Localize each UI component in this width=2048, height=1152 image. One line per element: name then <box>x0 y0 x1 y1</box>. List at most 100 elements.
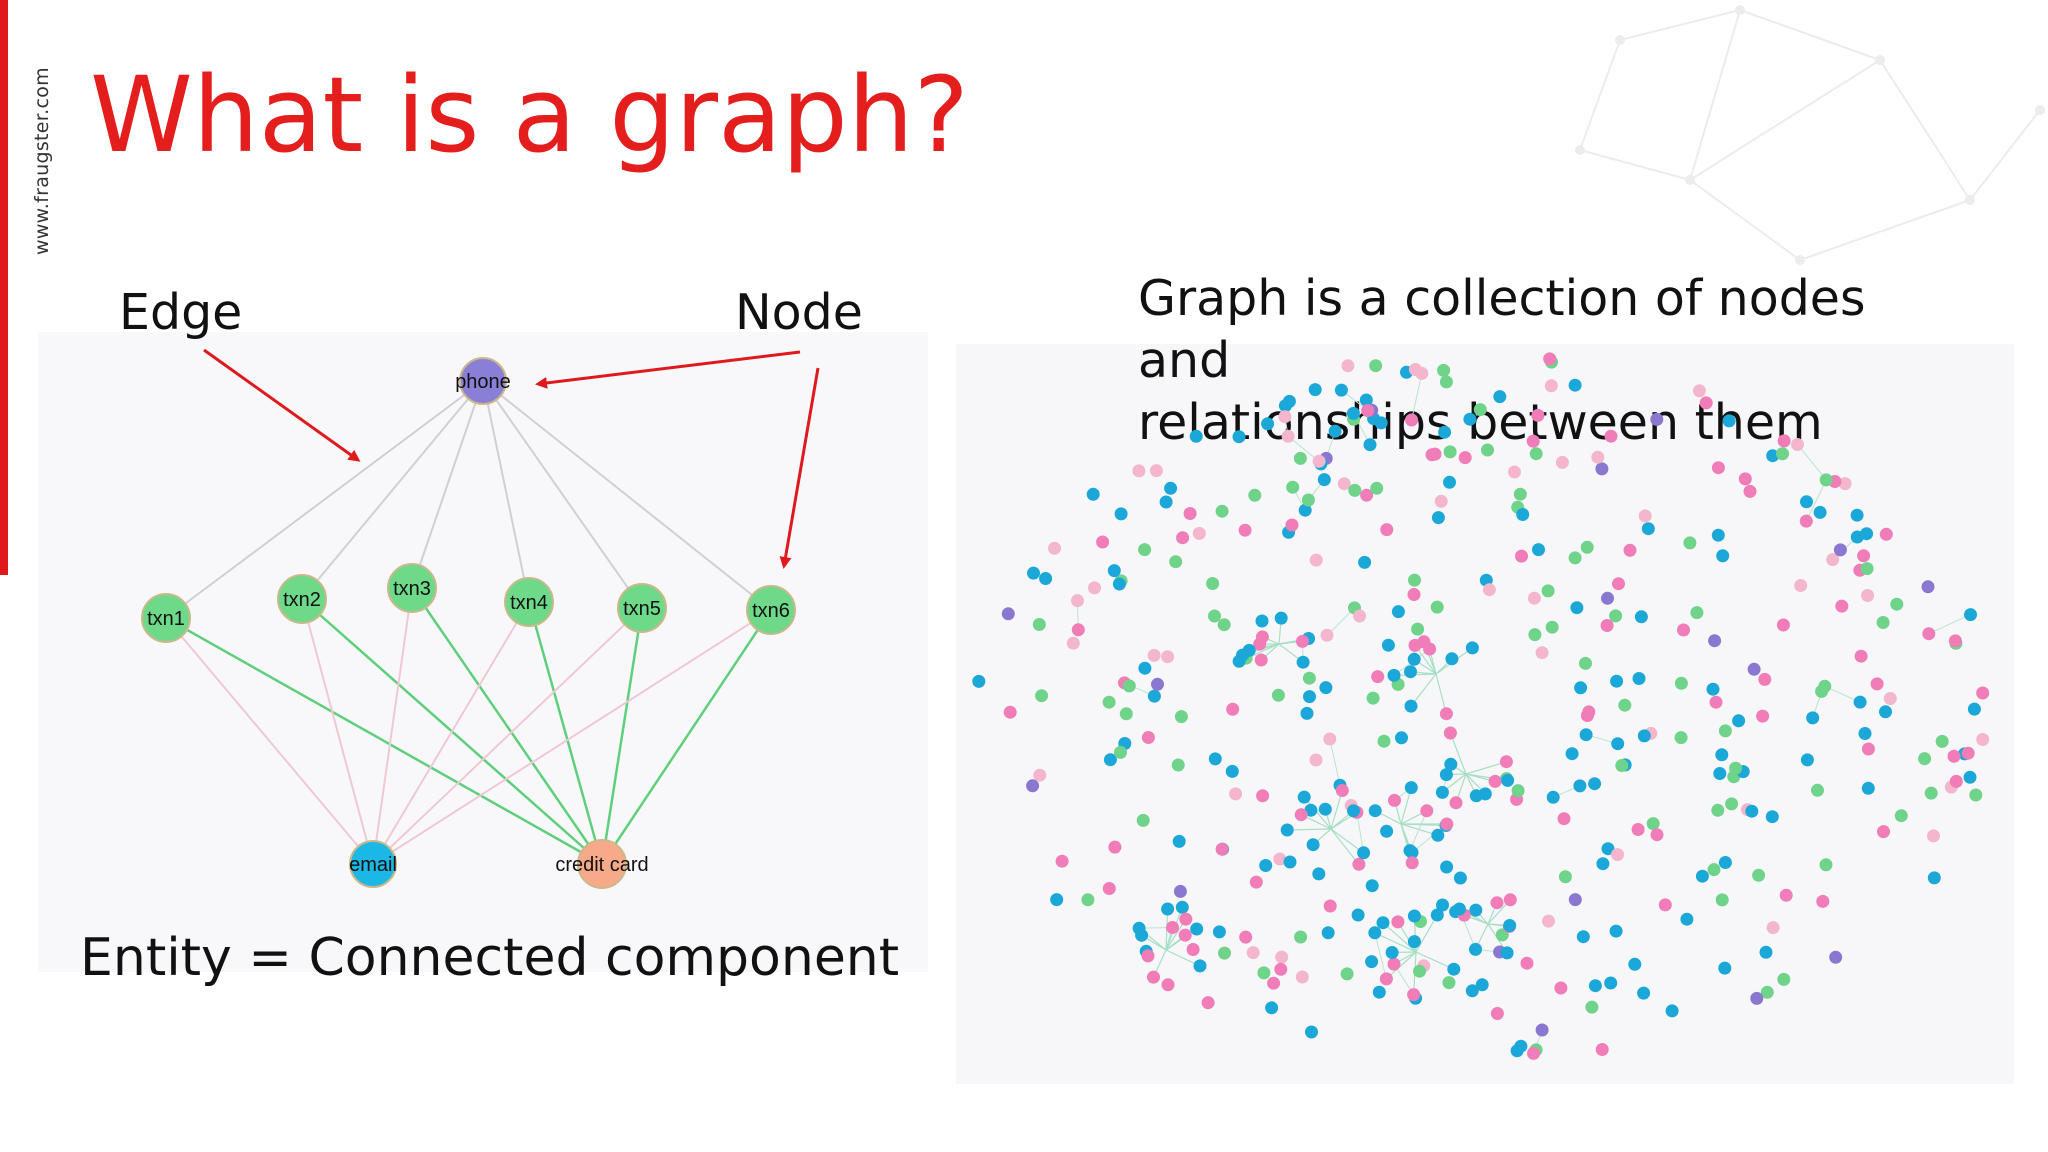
network-node <box>1337 477 1351 491</box>
network-node <box>1579 656 1592 670</box>
network-node <box>1308 383 1322 397</box>
network-node <box>1438 425 1452 439</box>
network-node <box>1503 919 1517 932</box>
network-node <box>1161 902 1175 916</box>
network-node <box>1515 549 1528 563</box>
slide-title: What is a graph? <box>90 54 969 176</box>
network-node <box>1631 823 1645 836</box>
network-node <box>1777 972 1791 986</box>
network-node <box>1274 611 1288 625</box>
network-node <box>1580 540 1594 554</box>
network-node <box>1949 774 1963 788</box>
network-node <box>1546 790 1560 804</box>
network-edge <box>1928 614 1971 635</box>
network-node <box>1641 522 1655 536</box>
node-phone <box>459 357 507 405</box>
network-node <box>1296 634 1309 648</box>
network-edge <box>1411 373 1423 421</box>
network-node <box>1107 564 1121 578</box>
edge-txn6-credit_card <box>600 609 773 865</box>
node-label-txn2: txn2 <box>283 589 321 611</box>
network-node <box>1346 406 1360 420</box>
network-node <box>1407 988 1421 1002</box>
network-node <box>1543 352 1557 366</box>
node-txn3 <box>387 563 437 613</box>
network-node <box>1750 991 1764 1005</box>
network-node <box>1430 600 1444 614</box>
network-node <box>1490 1007 1504 1020</box>
network-node <box>1883 692 1897 705</box>
network-node <box>1088 581 1101 595</box>
network-node <box>1482 583 1496 597</box>
network-node <box>1380 824 1394 838</box>
network-node <box>1257 966 1271 980</box>
network-node <box>1725 797 1739 811</box>
network-node <box>1360 488 1374 502</box>
network-edge <box>1356 812 1365 853</box>
network-node <box>1301 493 1315 507</box>
network-node <box>1365 879 1379 893</box>
edge-phone-txn1 <box>165 380 484 619</box>
network-node <box>1527 1046 1540 1060</box>
network-node <box>1858 727 1872 740</box>
network-node <box>1677 623 1690 637</box>
edge-txn4-credit_card <box>527 601 604 865</box>
network-node <box>1555 455 1569 469</box>
network-node <box>1413 964 1426 978</box>
node-txn4 <box>504 577 554 627</box>
network-node <box>1114 745 1127 759</box>
network-node <box>1380 523 1394 537</box>
network-node <box>1478 787 1492 801</box>
network-node <box>1826 553 1840 567</box>
network-node <box>1003 705 1017 719</box>
network-node <box>1379 972 1393 986</box>
network-node <box>1066 636 1080 650</box>
network-node <box>1166 921 1179 934</box>
network-node <box>1976 733 1990 746</box>
network-node <box>1890 597 1904 611</box>
edge-txn3-email <box>372 587 413 865</box>
network-node <box>1595 1043 1609 1056</box>
network-node <box>1434 494 1448 508</box>
network-edge <box>1465 761 1507 775</box>
network-node <box>1776 447 1789 461</box>
network-node <box>1465 984 1479 998</box>
network-node <box>1857 549 1871 563</box>
network-node <box>1141 949 1155 963</box>
network-node <box>1542 914 1555 928</box>
network-node <box>1381 638 1395 652</box>
network-node <box>1033 768 1047 782</box>
network-node <box>1800 753 1814 767</box>
network-node <box>1623 543 1637 557</box>
edge-phone-txn2 <box>301 380 484 600</box>
network-node <box>1135 928 1149 942</box>
node-txn2 <box>277 574 327 624</box>
network-node <box>1437 363 1451 377</box>
network-node <box>1149 464 1163 478</box>
network-node <box>1388 793 1401 807</box>
network-node <box>1306 838 1320 852</box>
network-node <box>1370 481 1384 495</box>
network-node <box>1102 695 1116 709</box>
network-node <box>1609 609 1623 623</box>
network-node <box>1366 691 1380 705</box>
edge-txn1-email <box>165 617 374 865</box>
network-node <box>1680 912 1694 926</box>
network-node <box>1777 434 1791 448</box>
network-node <box>1035 689 1049 703</box>
node-label-phone: phone <box>455 371 511 393</box>
network-node <box>1711 461 1725 475</box>
network-node <box>1294 930 1308 944</box>
network-node <box>1361 404 1375 417</box>
network-node <box>1303 690 1316 704</box>
network-node <box>1853 695 1867 709</box>
network-node <box>1239 930 1253 944</box>
network-node <box>1967 702 1981 716</box>
network-node <box>1103 753 1117 767</box>
network-node <box>1591 450 1605 464</box>
network-node <box>972 674 986 688</box>
network-node <box>1601 842 1615 856</box>
entity-graph-panel <box>38 332 928 972</box>
network-node <box>1261 417 1275 431</box>
